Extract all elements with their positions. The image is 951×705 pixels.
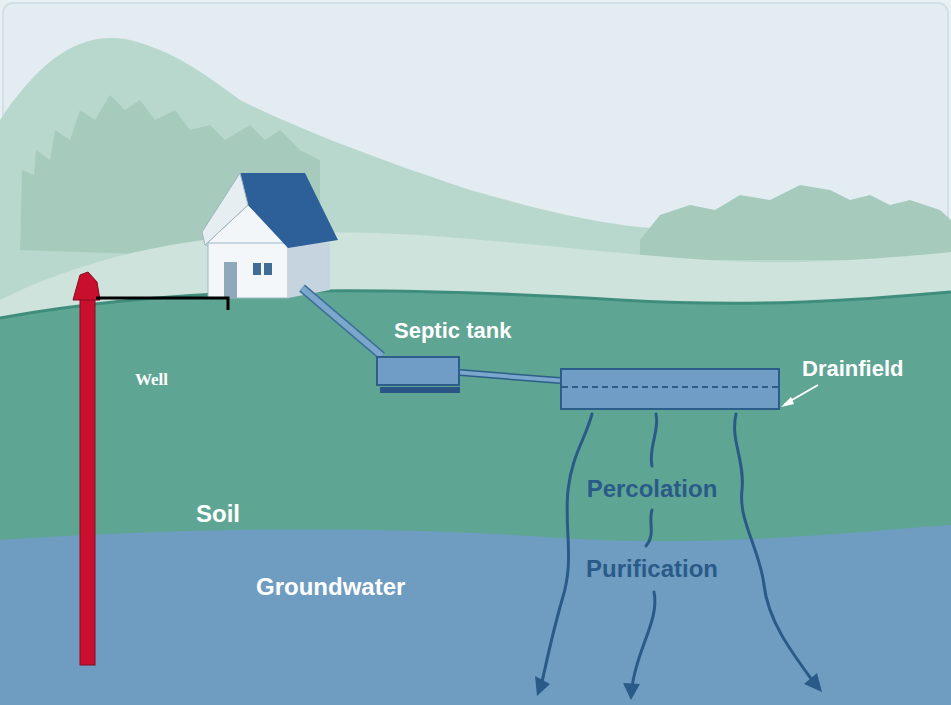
groundwater-label: Groundwater [256,573,405,601]
percolation-label: Percolation [587,475,718,503]
septic-tank-box: Septic tank [376,356,460,386]
pipe-connector [460,373,560,381]
well-label: Well [135,370,168,390]
soil-label: Soil [196,500,240,528]
dashed-pipe [562,386,778,388]
drainfield-box: Drainfield [560,368,780,410]
purification-label: Purification [586,555,718,583]
tank-base [380,387,460,393]
drainfield-label: Drainfield [802,356,903,382]
septic-tank-label: Septic tank [394,318,511,344]
